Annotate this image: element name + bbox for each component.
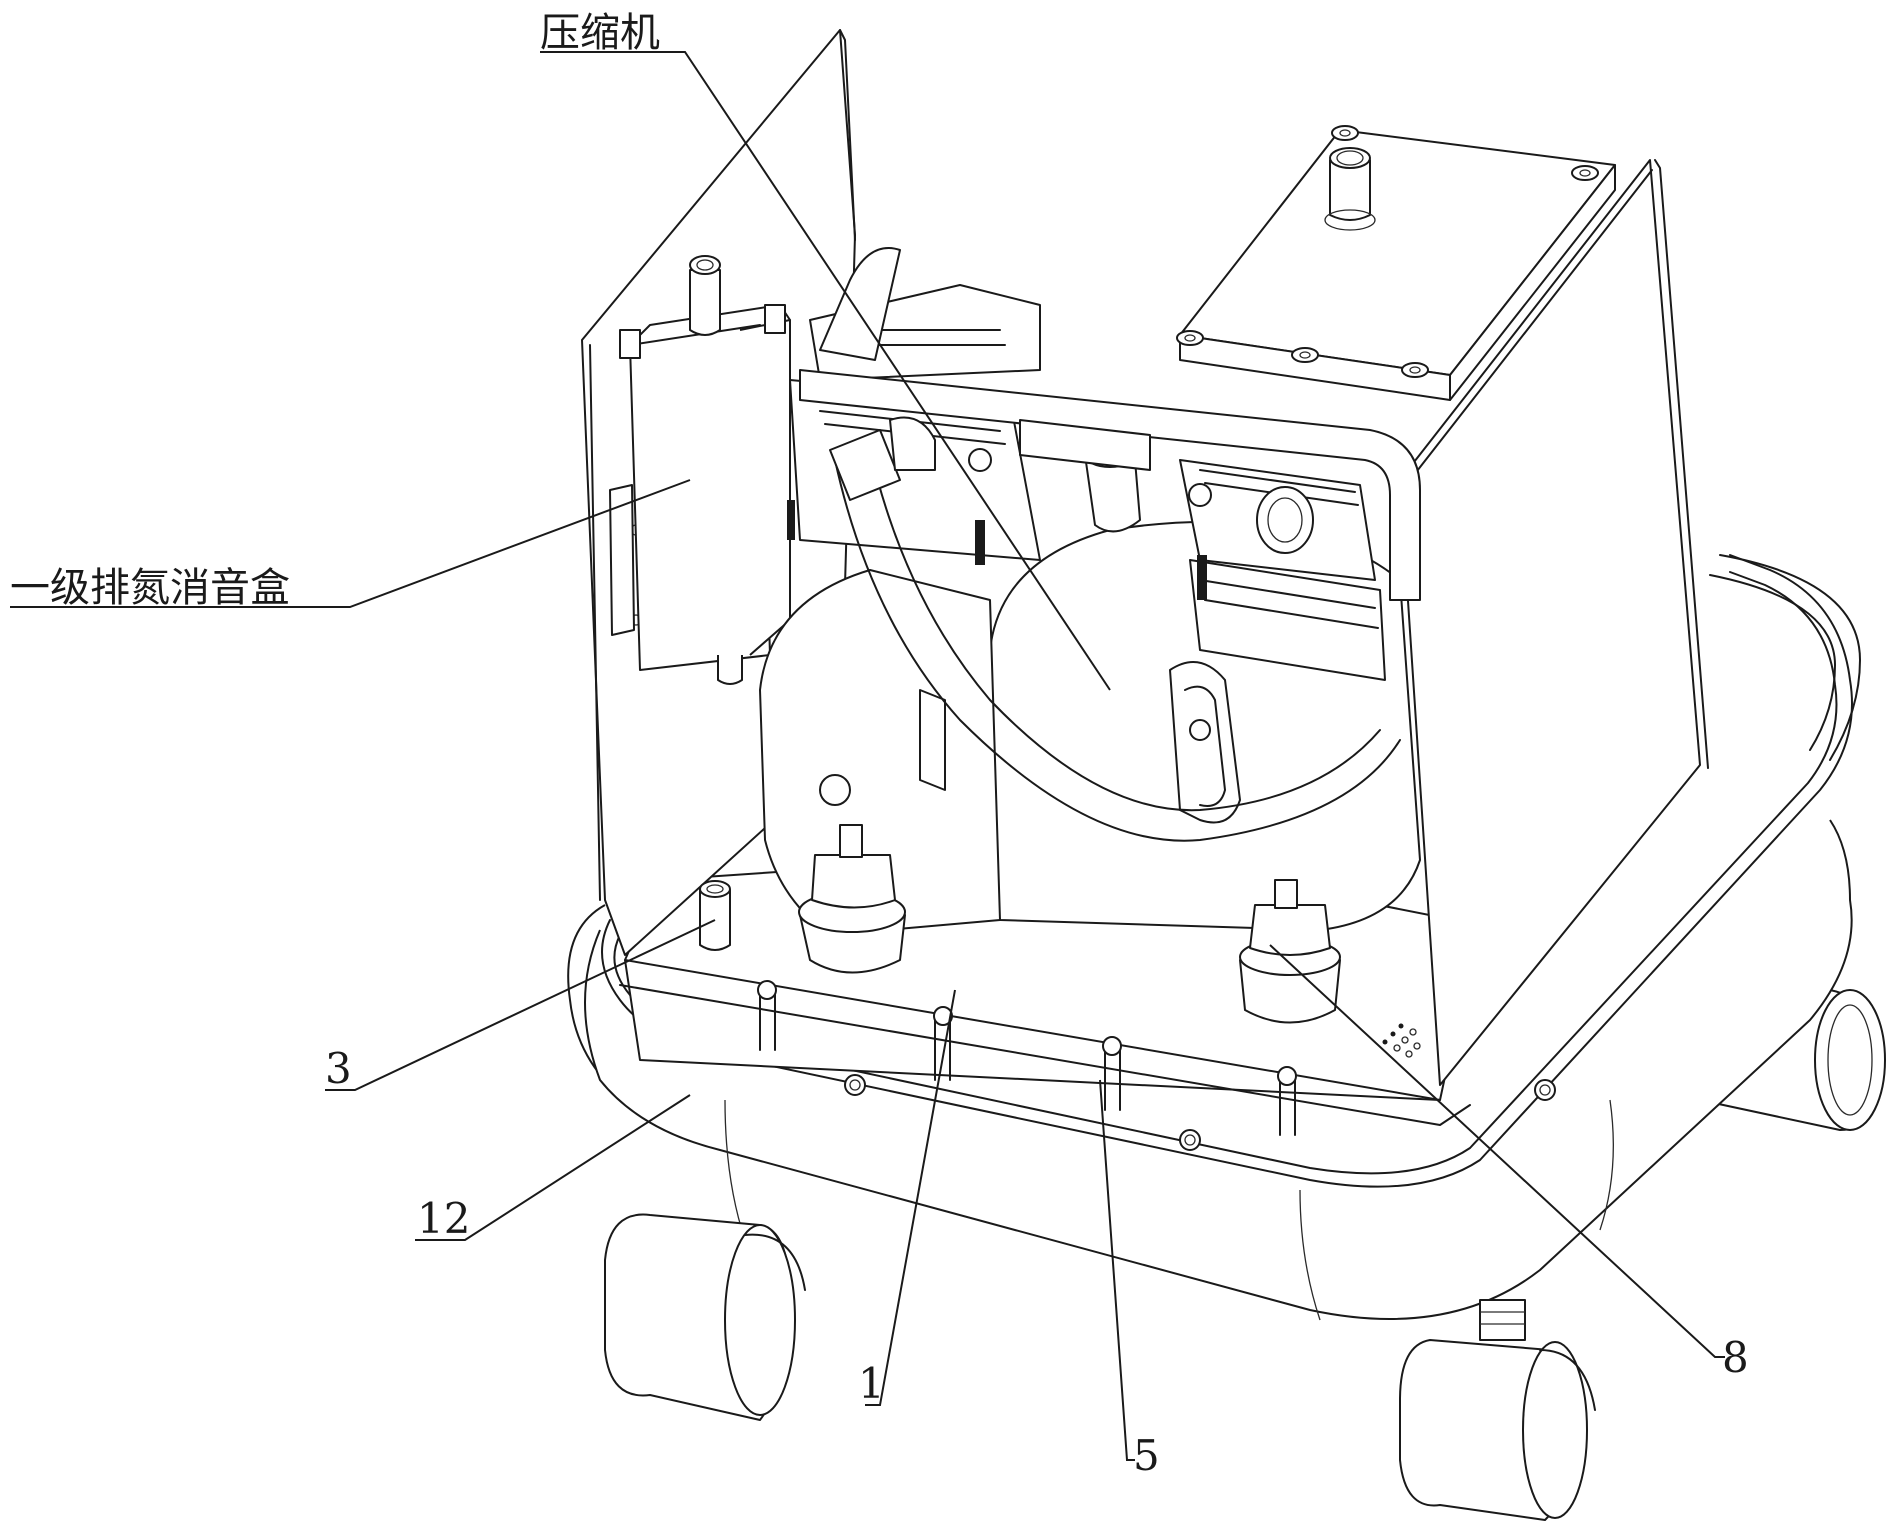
label-compressor: 压缩机 bbox=[540, 10, 660, 56]
muffler-box bbox=[609, 255, 791, 685]
label-muffler-box: 一级排氮消音盒 bbox=[10, 565, 290, 611]
label-ref-12: 12 bbox=[417, 1194, 470, 1243]
front-left-wheel bbox=[604, 1213, 806, 1421]
label-ref-1: 1 bbox=[858, 1359, 885, 1408]
label-ref-8: 8 bbox=[1722, 1333, 1749, 1382]
leader-lines bbox=[10, 51, 1725, 1461]
compressor bbox=[759, 284, 1421, 936]
filter-cup-left bbox=[798, 824, 906, 974]
filter-cup-right bbox=[1239, 879, 1341, 1024]
right-panel bbox=[1399, 159, 1709, 1086]
post-3 bbox=[699, 880, 731, 951]
deck-bosses bbox=[757, 980, 1556, 1151]
flex-hose bbox=[829, 416, 1401, 842]
manifold-pipe bbox=[799, 247, 1421, 601]
label-ref-5: 5 bbox=[1133, 1431, 1160, 1480]
front-right-wheel bbox=[1399, 1299, 1596, 1521]
box-screws bbox=[1176, 125, 1599, 378]
vent-dots bbox=[1382, 1023, 1421, 1058]
label-ref-3: 3 bbox=[325, 1044, 352, 1093]
right-box bbox=[1176, 125, 1616, 401]
